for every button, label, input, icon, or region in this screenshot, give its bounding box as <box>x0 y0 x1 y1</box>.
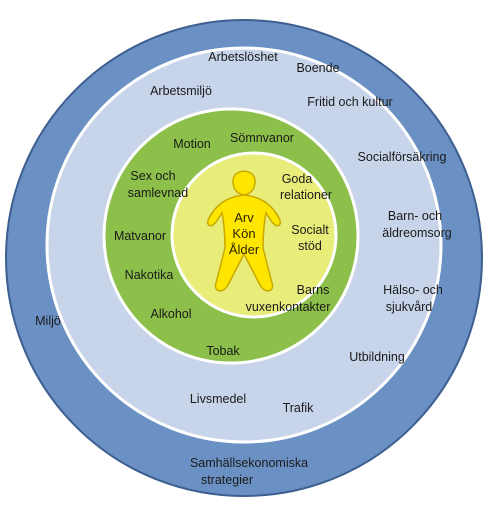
label-childcare-1: Barn- och <box>388 209 442 223</box>
label-environment: Miljö <box>35 314 61 328</box>
label-heredity: Arv <box>234 210 254 225</box>
label-sex-cohabitation-2: samlevnad <box>128 186 188 200</box>
person-figure-icon <box>206 170 282 292</box>
label-alcohol: Alkohol <box>151 307 192 321</box>
label-good-relations-1: Goda <box>282 172 313 186</box>
label-economic-strategies-2: strategier <box>201 473 253 487</box>
label-good-relations-2: relationer <box>280 188 332 202</box>
label-traffic: Trafik <box>283 401 315 415</box>
label-social-support-1: Socialt <box>291 223 329 237</box>
label-social-support-2: stöd <box>298 239 322 253</box>
label-housing: Boende <box>296 61 339 75</box>
label-diet: Matvanor <box>114 229 166 243</box>
label-tobacco: Tobak <box>206 344 240 358</box>
label-childcare-2: äldreomsorg <box>382 226 452 240</box>
label-healthcare-1: Hälso- och <box>383 283 443 297</box>
label-exercise: Motion <box>173 137 211 151</box>
label-unemployment: Arbetslöshet <box>208 50 278 64</box>
label-adult-contacts-1: Barns <box>297 283 330 297</box>
label-age: Ålder <box>229 242 260 257</box>
label-leisure-culture: Fritid och kultur <box>307 95 392 109</box>
label-economic-strategies-1: Samhällsekonomiska <box>190 456 308 470</box>
label-healthcare-2: sjukvård <box>386 300 433 314</box>
label-sleep-habits: Sömnvanor <box>230 131 294 145</box>
label-work-environment: Arbetsmiljö <box>150 84 212 98</box>
label-social-insurance: Socialförsäkring <box>358 150 447 164</box>
label-adult-contacts-2: vuxenkontakter <box>246 300 331 314</box>
label-education: Utbildning <box>349 350 405 364</box>
label-food: Livsmedel <box>190 392 246 406</box>
label-sex: Kön <box>232 226 255 241</box>
label-sex-cohabitation-1: Sex och <box>130 169 175 183</box>
label-narcotics: Nakotika <box>125 268 174 282</box>
